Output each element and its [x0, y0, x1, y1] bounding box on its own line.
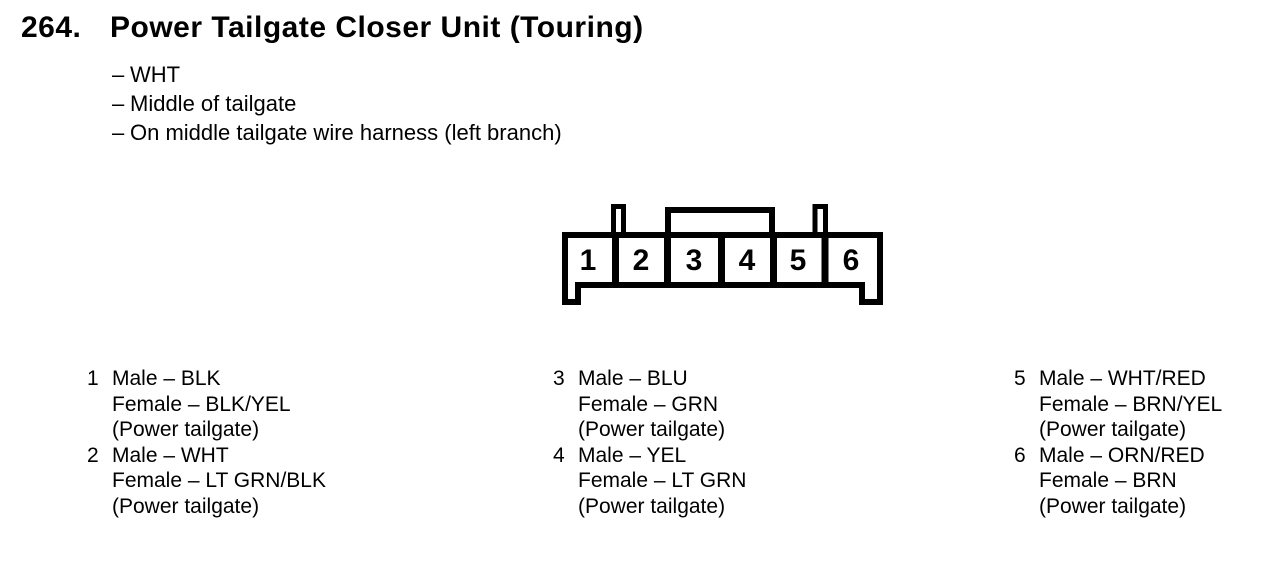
- pin-number-4: 4: [738, 244, 756, 277]
- pin-entry-line: Male – YEL: [578, 443, 687, 467]
- detail-text: WHT: [130, 62, 181, 87]
- pin-entry-line: Male – WHT: [112, 443, 229, 467]
- pin-number-2: 2: [632, 244, 650, 277]
- pin-entry-line: Female – BRN: [1039, 469, 1177, 492]
- bullet-dash-icon: –: [112, 62, 125, 87]
- pin-number-5: 5: [789, 244, 807, 277]
- pin-entry-number: 2: [87, 443, 99, 467]
- details-list: –WHT–Middle of tailgate–On middle tailga…: [112, 60, 562, 147]
- pin-entry-line: (Power tailgate): [578, 418, 726, 441]
- pin-entry-number: 6: [1014, 443, 1026, 467]
- pin-entry-line: (Power tailgate): [1039, 494, 1187, 518]
- pin-entry-line: Female – LT GRN: [578, 469, 747, 492]
- pin-entry-line: (Power tailgate): [1039, 418, 1187, 441]
- pin-entry-line: (Power tailgate): [112, 418, 260, 441]
- connector-outline: [562, 232, 883, 305]
- detail-item: –Middle of tailgate: [112, 89, 562, 118]
- pin-entry-line: Female – GRN: [578, 392, 719, 416]
- pin-entry-line: Male – BLK: [112, 367, 221, 390]
- pin-entry-number: 5: [1014, 367, 1026, 390]
- pin-entry-line: Male – BLU: [578, 367, 688, 390]
- pin-entry-number: 4: [553, 443, 565, 467]
- pin-entry-line: Male – ORN/RED: [1039, 443, 1205, 467]
- pin-entry-line: Female – BLK/YEL: [112, 392, 291, 416]
- pin-number-1: 1: [579, 244, 597, 277]
- pin-entry-line: Female – BRN/YEL: [1039, 392, 1223, 416]
- pin-number-3: 3: [685, 244, 703, 277]
- pin-number-6: 6: [842, 244, 860, 277]
- section-title: Power Tailgate Closer Unit (Touring): [110, 11, 644, 44]
- section-number: 264.: [21, 11, 82, 44]
- pin-entry-number: 3: [553, 367, 565, 390]
- connector-tab-center-icon: [665, 207, 775, 238]
- connector-tab-left-icon: [611, 204, 626, 238]
- detail-item: –On middle tailgate wire harness (left b…: [112, 118, 562, 147]
- pin-entry-line: (Power tailgate): [112, 494, 260, 518]
- pin-entry-line: Male – WHT/RED: [1039, 367, 1206, 390]
- connector-diagram: [562, 204, 883, 305]
- pin-entry-line: Female – LT GRN/BLK: [112, 469, 326, 492]
- detail-item: –WHT: [112, 60, 562, 89]
- pin-entry-line: (Power tailgate): [578, 494, 726, 518]
- detail-text: On middle tailgate wire harness (left br…: [130, 120, 562, 145]
- pin-entry-number: 1: [87, 367, 99, 390]
- detail-text: Middle of tailgate: [130, 91, 297, 116]
- bullet-dash-icon: –: [112, 91, 125, 116]
- connector-tab-right-icon: [812, 204, 828, 238]
- bullet-dash-icon: –: [112, 120, 125, 145]
